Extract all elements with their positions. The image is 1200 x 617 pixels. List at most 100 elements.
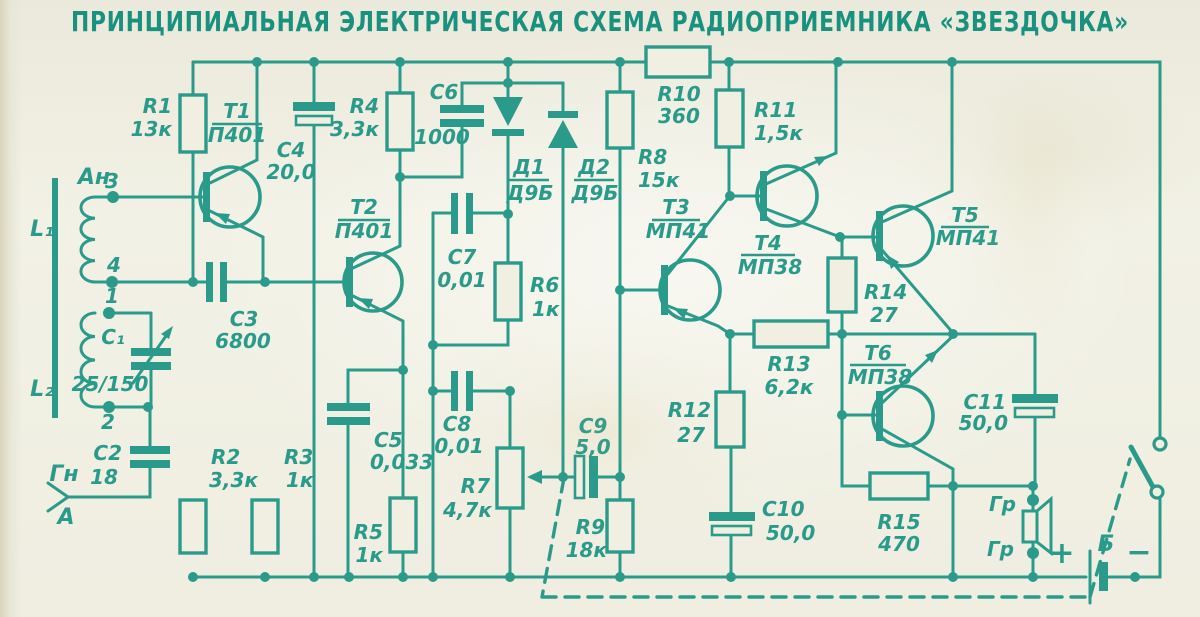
label-t1-type: П401	[208, 123, 267, 147]
label-t2-ref: Т2	[350, 195, 378, 219]
label-terminal-3: 3	[105, 169, 119, 193]
label-c9-ref: C9	[579, 414, 608, 438]
capacitor-C6	[440, 105, 484, 113]
label-coil-l2: L₂	[30, 377, 54, 402]
label-r8-value: 15к	[638, 168, 680, 192]
potentiometer-wiper-arrow	[527, 470, 542, 484]
wiring	[46, 60, 1162, 605]
resistor-R3	[250, 498, 280, 555]
resistor-R11	[714, 88, 745, 149]
label-battery-minus: −	[1126, 535, 1151, 570]
label-c4-ref: C4	[277, 138, 306, 162]
label-t5-ref: Т5	[951, 203, 979, 227]
capacitor-C10	[709, 512, 755, 521]
power-switch[interactable]	[1128, 436, 1168, 500]
capacitor-C1[interactable]	[131, 348, 171, 356]
capacitor-C7	[451, 193, 458, 234]
label-r2-ref: R2	[211, 445, 240, 469]
transistor-T5	[871, 204, 935, 269]
capacitor-C1-arrow	[161, 326, 173, 339]
label-r6-value: 1к	[532, 297, 560, 321]
label-terminal-2: 2	[101, 410, 115, 434]
label-c4-value: 20,0	[266, 160, 315, 184]
label-coil-l1: L₁	[30, 217, 54, 242]
label-c2-value: 18	[90, 465, 118, 489]
label-t1-ref: Т1	[223, 99, 251, 123]
label-c7-value: 0,01	[437, 268, 486, 292]
resistors	[178, 45, 930, 555]
label-r2-value: 3,3к	[209, 468, 258, 492]
label-r9-ref: R9	[576, 515, 605, 539]
label-r7-value: 4,7к	[442, 498, 492, 522]
capacitor-C11	[1012, 394, 1058, 403]
capacitors	[130, 102, 1058, 537]
diode-D2	[548, 111, 578, 118]
capacitor-C8	[451, 371, 458, 411]
label-t6-type: МП38	[848, 365, 913, 389]
label-r4-ref: R4	[350, 94, 379, 118]
diodes	[492, 97, 578, 148]
label-t5-type: МП41	[936, 226, 1000, 250]
page-title: ПРИНЦИПИАЛЬНАЯ ЭЛЕКТРИЧЕСКАЯ СХЕМА РАДИО…	[71, 5, 1129, 38]
resistor-R9	[605, 498, 635, 554]
resistor-R12	[714, 390, 746, 449]
label-antenna-coil: Ан	[76, 165, 110, 190]
label-c10-ref: C10	[762, 497, 805, 521]
label-c2-ref: C2	[93, 441, 122, 465]
label-d1-type: Д9Б	[506, 181, 554, 205]
resistor-R14	[826, 256, 858, 314]
junction-dots	[143, 57, 1140, 582]
label-bars	[212, 122, 989, 367]
label-r5-ref: R5	[354, 520, 383, 544]
label-r9-value: 18к	[566, 538, 608, 562]
transistor-T3	[658, 258, 722, 322]
diode-D1	[493, 97, 523, 126]
label-t6-ref: Т6	[864, 341, 892, 365]
label-t4-ref: Т4	[754, 231, 782, 255]
label-r8-ref: R8	[638, 145, 667, 169]
label-ground-jack: Гн	[49, 462, 78, 487]
label-r11-ref: R11	[754, 98, 797, 122]
label-c10-value: 50,0	[766, 521, 815, 545]
resistor-R5	[388, 496, 418, 554]
resistor-R15	[868, 471, 930, 501]
label-battery: Б	[1098, 532, 1115, 557]
label-t3-type: МП41	[646, 219, 710, 243]
label-r15-ref: R15	[877, 510, 920, 534]
label-r14-value: 27	[870, 303, 898, 327]
resistor-R7-volume[interactable]	[495, 446, 525, 510]
label-c3-ref: C3	[230, 307, 259, 331]
label-r5-value: 1к	[356, 543, 384, 567]
label-terminal-1: 1	[105, 284, 119, 308]
label-r11-value: 1,5к	[754, 121, 803, 145]
capacitor-C2	[130, 446, 170, 454]
transistors	[198, 156, 938, 448]
resistor-R4	[385, 91, 415, 152]
label-r14-ref: R14	[864, 280, 907, 304]
label-c11-ref: C11	[963, 390, 1006, 414]
label-c1-ref: C₁	[101, 325, 124, 349]
capacitor-C5	[327, 403, 370, 411]
label-c6-ref: C6	[430, 80, 459, 104]
label-c8-ref: C8	[443, 412, 472, 436]
terminal-dots[interactable]	[103, 191, 1039, 559]
transistor-T2	[342, 251, 404, 313]
resistor-R8	[605, 90, 635, 150]
label-r10-ref: R10	[657, 82, 700, 106]
label-d2-type: Д9Б	[571, 181, 619, 205]
label-c5-ref: C5	[374, 428, 403, 452]
label-d2-ref: Д2	[577, 155, 610, 179]
label-r12-value: 27	[677, 423, 705, 447]
label-c1-value: 25/150	[72, 372, 149, 396]
label-c5-value: 0,033	[370, 450, 433, 474]
transistor-T4	[755, 156, 828, 228]
transistor-T6	[871, 350, 938, 448]
label-d1-ref: Д1	[512, 155, 545, 179]
label-r13-ref: R13	[767, 352, 810, 376]
label-t4-type: МП38	[738, 255, 803, 279]
resistor-R13	[752, 319, 830, 349]
label-r12-ref: R12	[668, 398, 711, 422]
resistor-R6	[493, 261, 523, 322]
label-r4-value: 3,3к	[330, 117, 379, 141]
label-c3-value: 6800	[215, 329, 271, 353]
